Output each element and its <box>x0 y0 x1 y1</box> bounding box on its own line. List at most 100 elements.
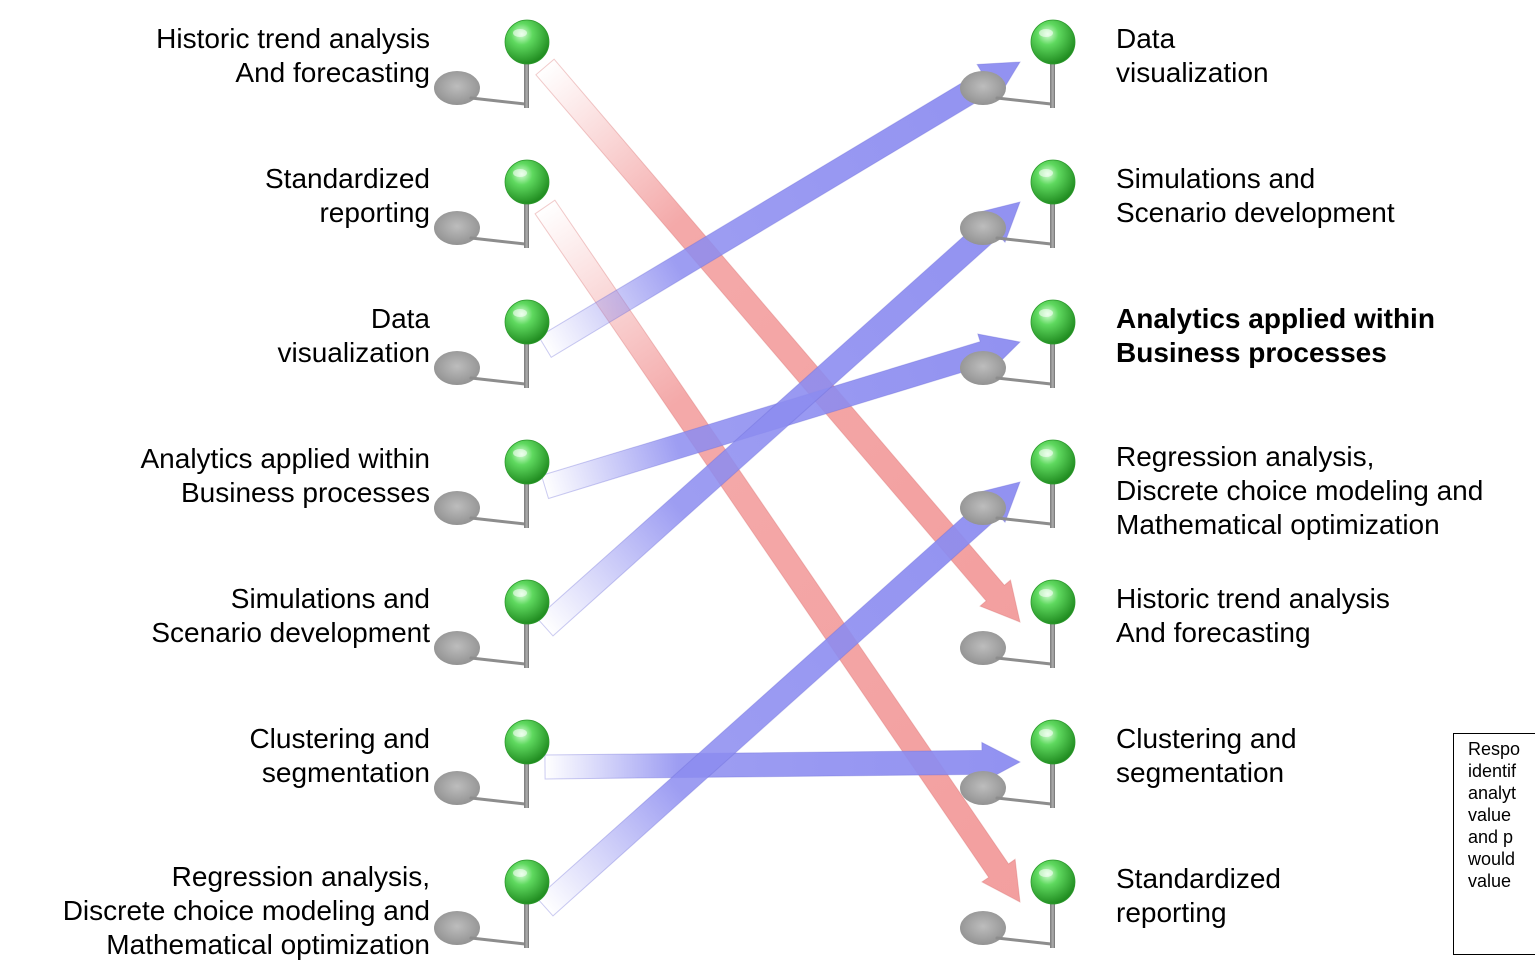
pin-foot-icon <box>469 656 527 666</box>
pin-shadow-icon <box>434 771 480 805</box>
pin-shadow-icon <box>960 491 1006 525</box>
left-label-6: Regression analysis, Discrete choice mod… <box>62 861 430 960</box>
pin-head-icon <box>1030 159 1076 205</box>
pin-highlight-icon <box>513 309 527 317</box>
pin-shadow-icon <box>960 911 1006 945</box>
right-label-6: Standardized reporting <box>1116 863 1282 928</box>
pin-shadow-icon <box>434 911 480 945</box>
pin-highlight-icon <box>513 29 527 37</box>
left-pin-4 <box>434 579 550 668</box>
pin-foot-icon <box>469 516 527 526</box>
pin-highlight-icon <box>513 449 527 457</box>
right-label-1: Simulations and Scenario development <box>1116 163 1395 228</box>
pin-foot-icon <box>469 96 527 106</box>
left-pin-1 <box>434 159 550 248</box>
pin-shadow-icon <box>960 211 1006 245</box>
pin-head-icon <box>1030 19 1076 65</box>
pin-foot-icon <box>995 236 1053 246</box>
pin-foot-icon <box>995 96 1053 106</box>
pin-stem-icon <box>524 58 529 108</box>
left-label-1: Standardized reporting <box>264 163 430 228</box>
pin-highlight-icon <box>513 729 527 737</box>
pin-stem-icon <box>524 898 529 948</box>
pin-shadow-icon <box>434 71 480 105</box>
pin-head-icon <box>504 19 550 65</box>
pin-head-icon <box>504 159 550 205</box>
pin-shadow-icon <box>960 351 1006 385</box>
right-pin-4 <box>960 579 1076 668</box>
pin-head-icon <box>1030 579 1076 625</box>
pin-highlight-icon <box>1039 729 1053 737</box>
pin-head-icon <box>504 719 550 765</box>
pin-shadow-icon <box>434 491 480 525</box>
pin-stem-icon <box>1050 338 1055 388</box>
pin-highlight-icon <box>1039 309 1053 317</box>
right-pin-5 <box>960 719 1076 808</box>
arrow-red-1-to-6 <box>534 199 1021 903</box>
pin-foot-icon <box>995 796 1053 806</box>
pin-head-icon <box>1030 719 1076 765</box>
pin-foot-icon <box>469 376 527 386</box>
pin-stem-icon <box>524 758 529 808</box>
right-pin-0 <box>960 19 1076 108</box>
left-label-4: Simulations and Scenario development <box>151 583 430 648</box>
pin-stem-icon <box>1050 478 1055 528</box>
pin-stem-icon <box>1050 198 1055 248</box>
right-label-3: Regression analysis, Discrete choice mod… <box>1116 441 1484 540</box>
pin-highlight-icon <box>513 169 527 177</box>
right-pin-2 <box>960 299 1076 388</box>
pin-stem-icon <box>1050 618 1055 668</box>
pin-stem-icon <box>1050 758 1055 808</box>
pin-highlight-icon <box>513 589 527 597</box>
pin-foot-icon <box>469 936 527 946</box>
pin-highlight-icon <box>1039 869 1053 877</box>
pin-foot-icon <box>995 656 1053 666</box>
pin-foot-icon <box>995 376 1053 386</box>
pin-shadow-icon <box>960 71 1006 105</box>
right-label-4: Historic trend analysis And forecasting <box>1116 583 1390 648</box>
pin-stem-icon <box>524 198 529 248</box>
pin-head-icon <box>504 439 550 485</box>
pin-stem-icon <box>524 338 529 388</box>
pin-shadow-icon <box>434 631 480 665</box>
pin-foot-icon <box>469 796 527 806</box>
pin-shadow-icon <box>434 351 480 385</box>
pin-foot-icon <box>995 936 1053 946</box>
pin-head-icon <box>504 579 550 625</box>
pin-head-icon <box>504 299 550 345</box>
pin-highlight-icon <box>1039 29 1053 37</box>
pin-head-icon <box>1030 439 1076 485</box>
right-pin-3 <box>960 439 1076 528</box>
left-pin-3 <box>434 439 550 528</box>
note-box: Respo identif analyt value and p would v… <box>1453 733 1535 955</box>
left-pin-2 <box>434 299 550 388</box>
left-pin-5 <box>434 719 550 808</box>
left-pin-6 <box>434 859 550 948</box>
pin-highlight-icon <box>1039 589 1053 597</box>
left-label-0: Historic trend analysis And forecasting <box>156 23 430 88</box>
pin-highlight-icon <box>513 869 527 877</box>
pin-foot-icon <box>995 516 1053 526</box>
arrow-blue-2-to-0 <box>538 61 1021 358</box>
right-label-5: Clustering and segmentation <box>1116 723 1297 788</box>
right-pin-6 <box>960 859 1076 948</box>
right-label-2: Analytics applied within Business proces… <box>1116 303 1435 368</box>
left-label-5: Clustering and segmentation <box>249 723 430 788</box>
pin-stem-icon <box>1050 58 1055 108</box>
pin-shadow-icon <box>960 771 1006 805</box>
pin-shadow-icon <box>434 211 480 245</box>
pin-foot-icon <box>469 236 527 246</box>
pin-highlight-icon <box>1039 449 1053 457</box>
left-label-2: Data visualization <box>277 303 430 368</box>
arrow-red-0-to-4 <box>535 58 1021 623</box>
left-label-3: Analytics applied within Business proces… <box>140 443 431 508</box>
arrow-blue-4-to-1 <box>536 201 1021 637</box>
pin-shadow-icon <box>960 631 1006 665</box>
pin-head-icon <box>1030 299 1076 345</box>
pin-head-icon <box>504 859 550 905</box>
pin-stem-icon <box>524 618 529 668</box>
pin-stem-icon <box>524 478 529 528</box>
right-pin-1 <box>960 159 1076 248</box>
right-label-0: Data visualization <box>1116 23 1269 88</box>
